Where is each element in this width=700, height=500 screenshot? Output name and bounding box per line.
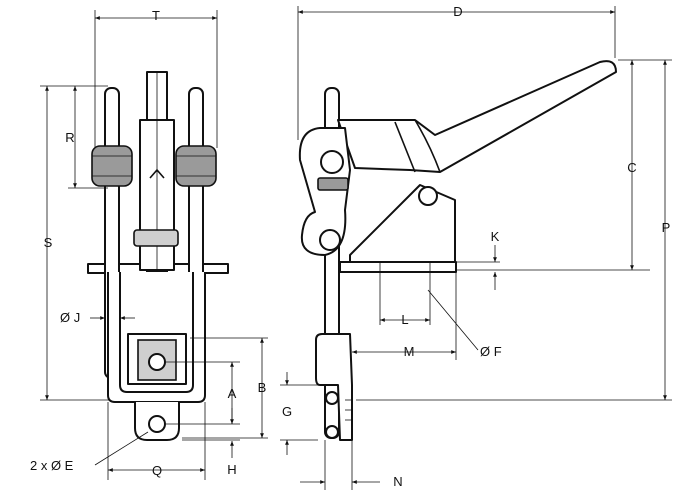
label-l: L xyxy=(401,312,408,327)
label-s: S xyxy=(44,235,53,250)
label-a: A xyxy=(228,386,237,401)
front-left-nut xyxy=(91,145,133,187)
front-clevis-hole xyxy=(148,353,166,371)
side-base-plate xyxy=(339,261,457,273)
side-handle xyxy=(337,60,617,173)
side-view xyxy=(298,60,617,441)
side-link xyxy=(349,184,456,266)
label-r: R xyxy=(65,130,74,145)
side-lower-pivot xyxy=(319,229,341,251)
label-q: Q xyxy=(152,463,162,478)
front-mount-hole xyxy=(148,415,166,433)
dimension-lines xyxy=(40,6,672,490)
label-f: Ø F xyxy=(480,344,502,359)
label-c: C xyxy=(627,160,636,175)
side-clevis xyxy=(315,333,353,441)
front-right-nut xyxy=(175,145,217,187)
front-hub xyxy=(133,229,179,247)
label-m: M xyxy=(404,344,415,359)
label-d: D xyxy=(453,4,462,19)
label-k: K xyxy=(491,229,500,244)
side-pivot-hole xyxy=(418,186,438,206)
label-j: Ø J xyxy=(60,310,80,325)
dimension-labels: T D R S C P K L M Ø F Ø J B A G 2 x Ø E … xyxy=(30,4,670,489)
label-h: H xyxy=(227,462,236,477)
label-n: N xyxy=(393,474,402,489)
label-b: B xyxy=(258,380,267,395)
label-g: G xyxy=(282,404,292,419)
label-p: P xyxy=(662,220,671,235)
front-view xyxy=(87,71,229,441)
side-upper-pivot xyxy=(320,150,344,174)
label-t: T xyxy=(152,8,160,23)
label-e: 2 x Ø E xyxy=(30,458,74,473)
